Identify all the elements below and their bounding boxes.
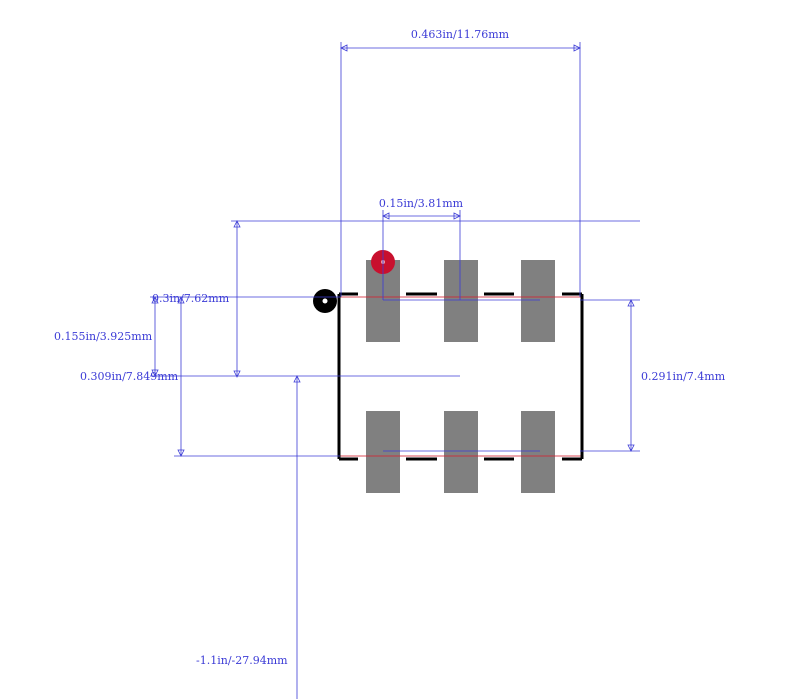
silkscreen-outline [337, 292, 584, 461]
pad-6 [521, 411, 555, 493]
dim-vertical-offset-label: -1.1in/-27.94mm [196, 654, 288, 667]
pad-3 [521, 260, 555, 342]
dim-row-span-label: 0.3in/7.62mm [152, 292, 230, 305]
pads [366, 260, 555, 493]
dimension-lines [150, 42, 640, 699]
dim-body-height-left-label: 0.309in/7.849mm [80, 370, 179, 383]
pad-4 [366, 411, 400, 493]
dim-pin1-center-label: 0.155in/3.925mm [54, 330, 153, 343]
pad-5 [444, 411, 478, 493]
pin1-orientation-center-icon [322, 298, 328, 304]
dim-overall-width-label: 0.463in/11.76mm [411, 28, 510, 41]
pad-2 [444, 260, 478, 342]
dim-pitch-label: 0.15in/3.81mm [379, 197, 464, 210]
dim-body-height-right-label: 0.291in/7.4mm [641, 370, 726, 383]
